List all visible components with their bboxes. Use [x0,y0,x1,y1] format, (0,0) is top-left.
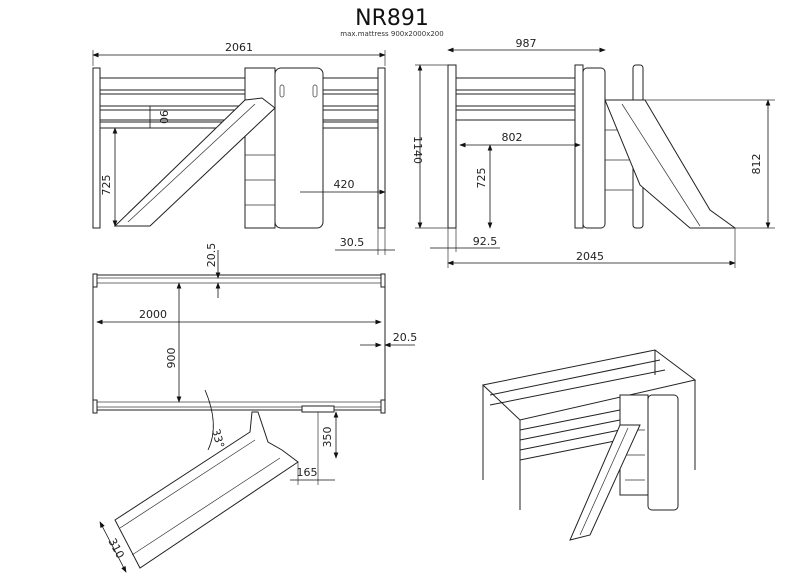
dim-side-depth: 987 [516,37,537,50]
drawing-subtitle: max.mattress 900x2000x200 [340,30,443,38]
dim-top-rail: 20.5 [205,243,218,268]
dim-front-width: 2061 [225,41,253,54]
dim-inner-width: 802 [502,131,523,144]
dim-total-length: 2045 [576,250,604,263]
dim-slide-angle: 33° [209,427,227,449]
dim-total-height: 1140 [411,136,424,164]
dim-side-offset: 92.5 [473,235,498,248]
dim-slide-offset: 350 [321,427,334,448]
dim-top-width: 900 [165,348,178,369]
isometric-view [481,349,697,541]
dim-slide-width: 310 [105,536,126,561]
dim-slide-height: 812 [750,154,763,175]
dim-top-length: 2000 [139,308,167,321]
dim-tower-width: 420 [334,178,355,191]
dim-slide-gap: 165 [297,466,318,479]
dim-rail-gap: 90 [157,110,170,124]
drawing-title: NR891 [355,6,429,31]
dim-top-side-rail: 20.5 [393,331,418,344]
top-view: 20.5 2000 900 20.5 33° 350 165 310 [92,243,418,573]
dim-side-height-under: 725 [475,168,488,189]
front-view: 2061 90 725 420 30.5 [92,41,395,255]
side-view: 987 1140 802 725 812 92.5 2045 [411,37,775,268]
dim-front-offset: 30.5 [340,236,365,249]
dim-front-height-under: 725 [100,175,113,196]
